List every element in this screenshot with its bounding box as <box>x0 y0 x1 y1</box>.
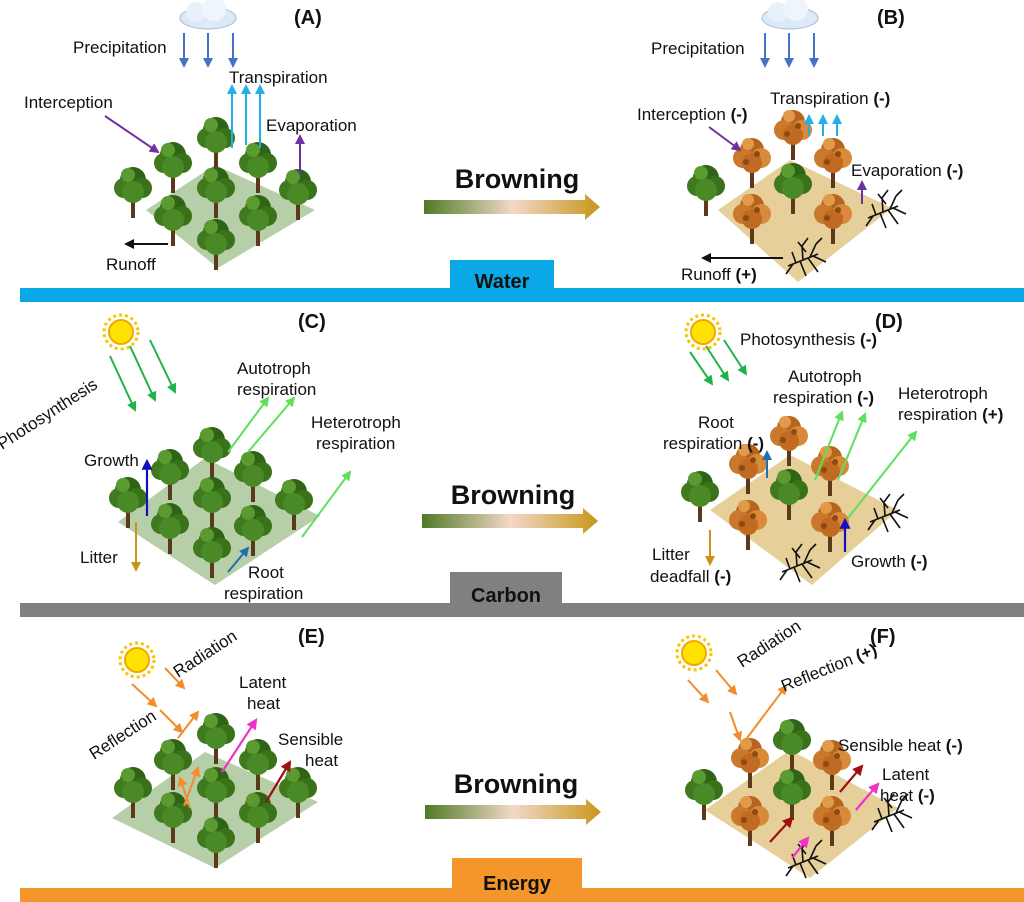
ground-plot <box>705 750 898 878</box>
panel-d-carbon-browned: (D) Photosynthesis (-) <box>650 311 1003 586</box>
browning-label: Browning <box>451 480 575 510</box>
ground-plot <box>718 160 892 282</box>
radiation-label: Radiation <box>170 626 241 681</box>
reflection-label: Reflection <box>86 706 160 763</box>
water-band: Water <box>20 260 1024 302</box>
carbon-band: Carbon <box>20 572 1024 617</box>
sun-icon <box>102 313 140 351</box>
growth-label: Growth <box>84 451 139 470</box>
panel-a-water-healthy: (A) Precipitation Transpir <box>24 0 357 274</box>
reflection-label: Reflection (+) <box>778 640 879 696</box>
evaporation-label: Evaporation <box>266 116 357 135</box>
browning-arrow-water: Browning <box>424 164 600 220</box>
browning-label: Browning <box>454 769 578 799</box>
transpiration-label: Transpiration <box>229 68 328 87</box>
runoff-label: Runoff <box>106 255 156 274</box>
precipitation-label: Precipitation <box>651 39 745 58</box>
panel-tag: (A) <box>294 7 322 29</box>
cloud-icon <box>761 0 819 30</box>
panel-tag: (F) <box>870 626 896 648</box>
energy-band-label: Energy <box>483 873 552 895</box>
panel-tag: (E) <box>298 626 325 648</box>
panel-tag: (B) <box>877 7 905 29</box>
browning-arrow-energy: Browning <box>425 769 601 825</box>
photosynthesis-label: Photosynthesis (-) <box>740 330 877 349</box>
transpiration-label: Transpiration (-) <box>770 89 890 108</box>
evaporation-label: Evaporation (-) <box>851 161 963 180</box>
ground-plot <box>118 458 320 585</box>
precipitation-label: Precipitation <box>73 38 167 57</box>
cloud-icon <box>179 0 237 30</box>
panel-f-energy-browned: (F) Radiation Reflection (+) <box>675 616 963 879</box>
energy-band: Energy <box>20 858 1024 902</box>
radiation-label: Radiation <box>734 616 805 671</box>
ground-plot <box>146 165 315 268</box>
runoff-label: Runoff (+) <box>681 265 757 284</box>
panel-tag: (D) <box>875 311 903 333</box>
photosynthesis-label: Photosynthesis <box>0 375 101 454</box>
water-band-label: Water <box>475 271 530 293</box>
growth-label: Growth (-) <box>851 552 928 571</box>
panel-b-water-browned: (B) Precipitation <box>637 0 963 284</box>
tree-icon <box>109 427 313 578</box>
interception-label: Interception <box>24 93 113 112</box>
sensible-heat-label: Sensible heat (-) <box>838 736 963 755</box>
litter-label: Litter <box>80 548 118 567</box>
tree-icon <box>114 117 317 270</box>
ground-plot <box>710 455 898 585</box>
carbon-band-label: Carbon <box>471 585 541 607</box>
sun-icon <box>684 313 722 351</box>
sun-icon <box>675 634 713 672</box>
sun-icon <box>118 641 156 679</box>
interception-label: Interception (-) <box>637 105 748 124</box>
browning-label: Browning <box>455 164 579 194</box>
browning-arrow-carbon: Browning <box>422 480 598 534</box>
panel-tag: (C) <box>298 311 326 333</box>
